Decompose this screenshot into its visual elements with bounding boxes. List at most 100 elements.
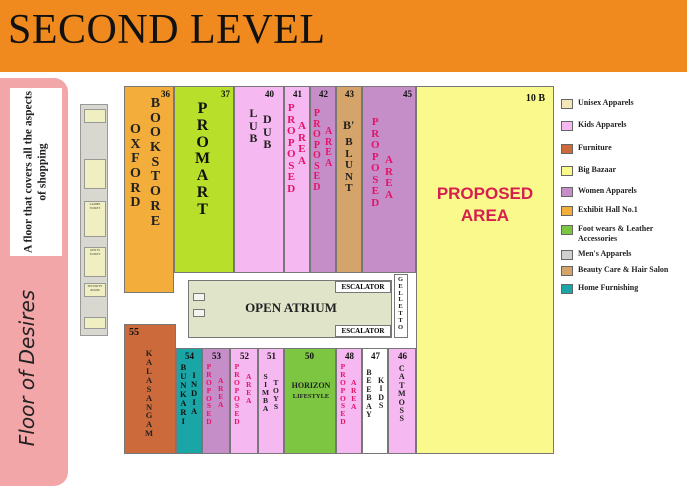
store-number: 48 [345, 351, 354, 361]
open-atrium: OPEN ATRIUM ESCALATOR ESCALATOR [188, 280, 392, 338]
floor-map: LADIES TOILET GENTS TOILET SECURITY ROOM… [76, 84, 554, 456]
store-number: 52 [240, 351, 249, 361]
ladies-toilet: LADIES TOILET [84, 201, 106, 237]
service-room [84, 109, 106, 123]
store-number: 54 [185, 351, 194, 361]
store-10b-proposed-area[interactable]: 10 B PROPOSED AREA [416, 86, 554, 454]
atrium-kiosk [193, 293, 205, 301]
store-number: 43 [345, 89, 354, 99]
legend-label: Kids Apparels [578, 120, 627, 129]
service-room [84, 159, 106, 189]
legend-swatch [561, 121, 573, 131]
legend-swatch [561, 144, 573, 154]
store-number: 40 [265, 89, 274, 99]
legend-label: Foot wears & Leather Accessories [578, 224, 654, 243]
escalator-top: ESCALATOR [335, 281, 391, 293]
legend-item: Unisex Apparels [561, 98, 687, 109]
legend-swatch [561, 206, 573, 216]
store-number: 42 [319, 89, 328, 99]
legend-item: Furniture [561, 143, 687, 154]
legend-item: Foot wears & Leather Accessories [561, 224, 687, 243]
store-number: 55 [129, 327, 139, 338]
side-title: Floor of Desires [15, 289, 39, 447]
store-name: PROPOSED AREA [436, 184, 534, 226]
legend-item: Women Apparels [561, 186, 687, 197]
store-number: 47 [371, 351, 380, 361]
legend-item: Men's Apparels [561, 249, 687, 260]
legend-item: Exhibit Hall No.1 [561, 205, 687, 216]
legend-swatch [561, 225, 573, 235]
store-number: 36 [161, 89, 170, 99]
atrium-kiosk [193, 309, 205, 317]
legend-swatch [561, 250, 573, 260]
store-number: 51 [267, 351, 276, 361]
legend-label: Men's Apparels [578, 249, 632, 258]
side-title-box: Floor of Desires [0, 268, 54, 468]
store-name-line2: LIFESTYLE [292, 393, 330, 400]
legend-swatch [561, 266, 573, 276]
legend-label: Home Furnishing [578, 283, 639, 292]
legend-label: Big Bazaar [578, 165, 616, 174]
store-50-horizon-lifestyle[interactable]: 50 HORIZON LIFESTYLE [284, 348, 336, 454]
legend-item: Beauty Care & Hair Salon [561, 265, 687, 276]
store-name-line1: HORIZON [291, 381, 331, 390]
security-room: SECURITY ROOM [84, 283, 106, 297]
legend-swatch [561, 187, 573, 197]
store-number: 10 B [525, 93, 545, 104]
legend-swatch [561, 166, 573, 176]
atrium-label: OPEN ATRIUM [245, 300, 337, 315]
page-title: SECOND LEVEL [8, 7, 326, 53]
legend-swatch [561, 284, 573, 294]
legend-label: Furniture [578, 143, 612, 152]
service-room [84, 317, 106, 329]
service-core: LADIES TOILET GENTS TOILET SECURITY ROOM [80, 104, 108, 336]
store-number: 45 [403, 89, 412, 99]
store-number: 41 [293, 89, 302, 99]
store-number: 50 [305, 351, 314, 361]
legend-label: Unisex Apparels [578, 98, 634, 107]
store-name-line1: B' [343, 118, 355, 132]
store-number: 46 [398, 351, 407, 361]
escalator-bottom: ESCALATOR [335, 325, 391, 337]
legend-item: Big Bazaar [561, 165, 687, 176]
legend-label: Women Apparels [578, 186, 637, 195]
side-tagline: A floor that covers all the aspects of s… [22, 90, 49, 254]
